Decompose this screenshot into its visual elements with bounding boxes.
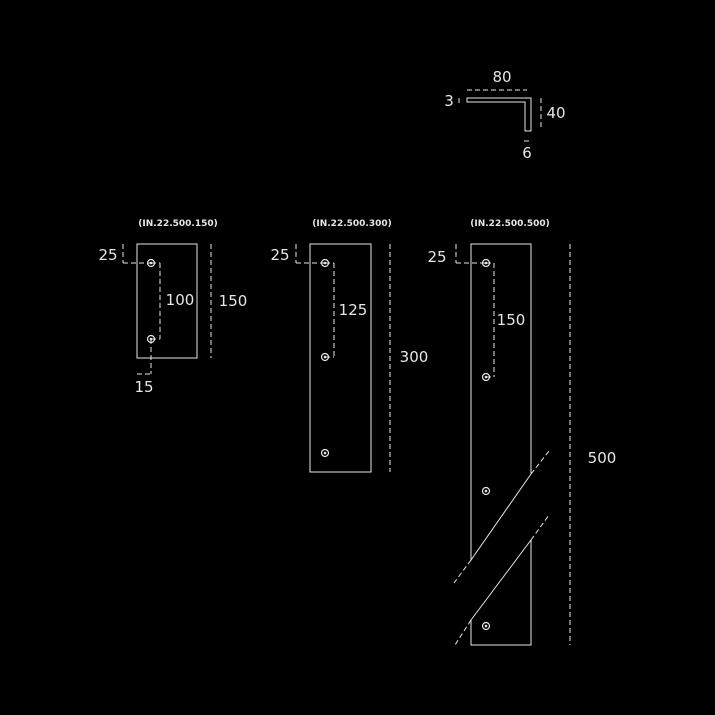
bracket-outline-upper [470,243,532,562]
bracket-outline [136,243,198,359]
screw-hole [481,621,491,631]
top-offset-label: 25 [427,248,446,266]
length-label: 150 [219,292,248,310]
hole-spacing-label: 150 [497,311,526,329]
screw-hole [320,448,330,458]
bracket-150: (IN.22.500.150) 25 100 150 15 [98,219,247,396]
break-line-upper-ext [530,450,550,475]
screw-hole [481,486,491,496]
profile-width-label: 80 [492,68,511,86]
angle-section-outline [466,97,532,132]
top-offset-label: 25 [270,246,289,264]
hole-spacing-label: 125 [339,301,368,319]
hole-inset-label: 15 [134,378,153,396]
break-line-lower-ext [454,619,472,646]
break-line-lower-ext [530,514,550,541]
bracket-code-label: (IN.22.500.150) [138,219,217,229]
profile-thickness-label: 3 [444,92,454,110]
hole-spacing-label: 100 [166,291,195,309]
bracket-outline [309,243,372,473]
break-line-upper-ext [453,559,472,584]
angle-profile: 80 3 40 6 [444,68,565,162]
bracket-code-label: (IN.22.500.500) [470,219,549,229]
length-label: 300 [400,348,429,366]
profile-height-label: 40 [546,104,565,122]
top-offset-label: 25 [98,246,117,264]
profile-bottom-label: 6 [522,144,532,162]
screw-hole [320,352,330,362]
length-label: 500 [588,449,617,467]
screw-hole [481,372,491,382]
screw-hole [481,258,491,268]
bracket-outline-lower [470,538,532,646]
screw-hole [146,258,156,268]
bracket-500: (IN.22.500.500) 25 150 500 [427,219,617,646]
bracket-300: (IN.22.500.300) 25 125 300 [270,219,429,473]
screw-hole [146,334,156,344]
bracket-code-label: (IN.22.500.300) [312,219,391,229]
screw-hole [320,258,330,268]
